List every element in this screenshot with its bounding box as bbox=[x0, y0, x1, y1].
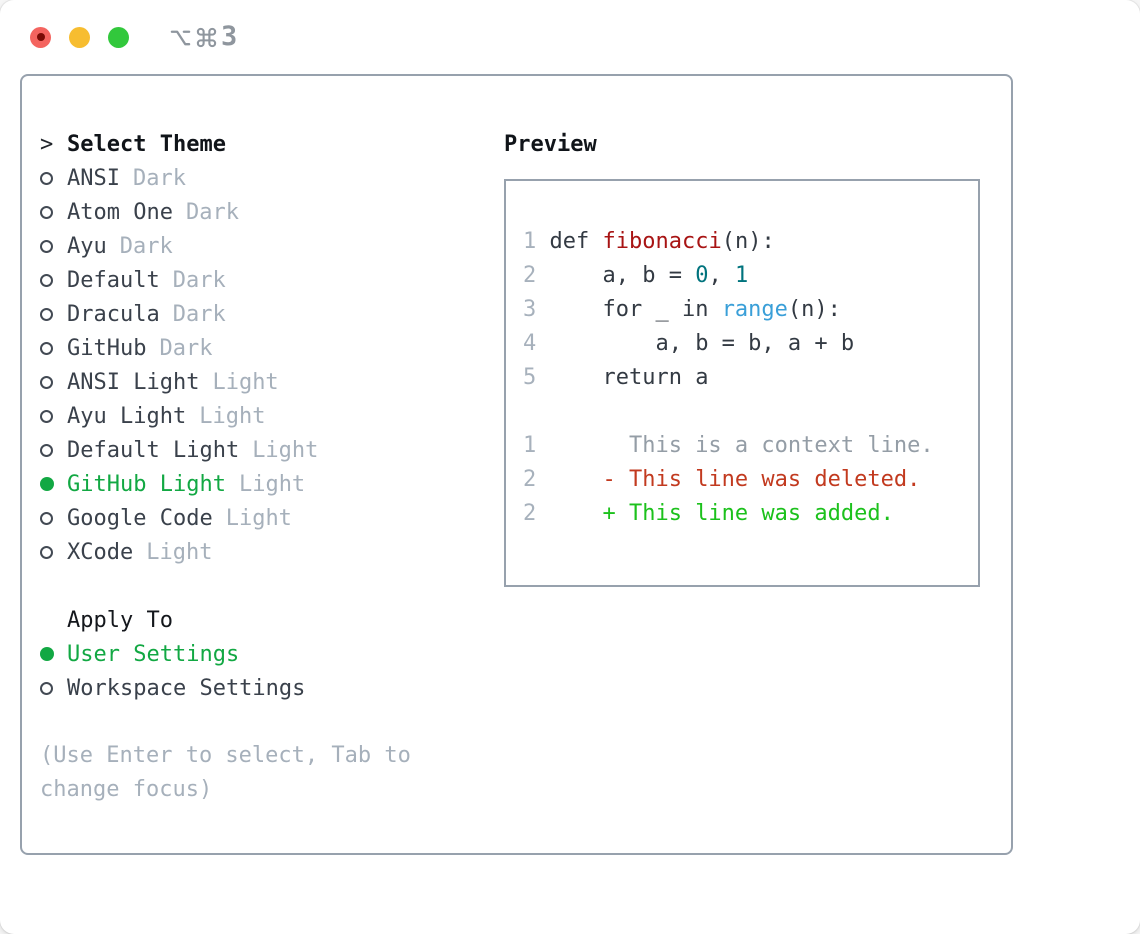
theme-item-dracula[interactable]: Dracula Dark bbox=[40, 297, 504, 331]
theme-item-ansi[interactable]: ANSI Dark bbox=[40, 161, 504, 195]
radio-icon bbox=[40, 681, 67, 695]
theme-name: Ayu bbox=[67, 233, 107, 259]
radio-icon bbox=[40, 239, 67, 253]
theme-variant-tag: Dark bbox=[172, 267, 226, 293]
radio-icon bbox=[40, 273, 67, 287]
code-line: 4 a, b = b, a + b bbox=[523, 331, 855, 356]
theme-variant-tag: Dark bbox=[119, 233, 173, 259]
theme-variant-tag: Dark bbox=[132, 165, 186, 191]
diff-line: 1 This is a context line. bbox=[523, 433, 934, 458]
line-number: 1 bbox=[523, 433, 537, 458]
window-title-shortcut: 3 bbox=[169, 20, 238, 52]
radio-icon bbox=[40, 511, 67, 525]
radio-icon bbox=[40, 171, 67, 185]
theme-item-ayu-light[interactable]: Ayu Light Light bbox=[40, 399, 504, 433]
theme-item-google-code[interactable]: Google Code Light bbox=[40, 501, 504, 535]
titlebar: 3 bbox=[0, 0, 1140, 74]
apply-option-label: User Settings bbox=[67, 641, 240, 667]
apply-to-header-row: Apply To bbox=[40, 603, 504, 637]
line-number: 5 bbox=[523, 365, 537, 390]
theme-item-ansi-light[interactable]: ANSI Light Light bbox=[40, 365, 504, 399]
minimize-button[interactable] bbox=[69, 26, 90, 48]
theme-name: Atom One bbox=[67, 199, 173, 225]
select-theme-header-row: > Select Theme bbox=[40, 127, 504, 161]
theme-variant-tag: Light bbox=[252, 437, 319, 463]
theme-item-default[interactable]: Default Dark bbox=[40, 263, 504, 297]
theme-item-atom-one[interactable]: Atom One Dark bbox=[40, 195, 504, 229]
theme-name: ANSI Light bbox=[67, 369, 200, 395]
theme-item-ayu[interactable]: Ayu Dark bbox=[40, 229, 504, 263]
theme-variant-tag: Light bbox=[225, 505, 292, 531]
theme-name: XCode bbox=[67, 539, 134, 565]
radio-icon bbox=[40, 545, 67, 559]
radio-selected-icon bbox=[40, 477, 67, 491]
blank-line bbox=[523, 395, 978, 429]
line-number: 4 bbox=[523, 331, 537, 356]
line-number: 3 bbox=[523, 297, 537, 322]
code-line: 3 for _ in range(n): bbox=[523, 297, 841, 322]
spacer bbox=[40, 569, 504, 603]
preview-column: Preview 1 def fibonacci(n): 2 a, b = 0, 1… bbox=[504, 127, 1011, 853]
preview-code: 1 def fibonacci(n): 2 a, b = 0, 1 3 for _ … bbox=[523, 225, 978, 531]
radio-icon bbox=[40, 375, 67, 389]
theme-variant-tag: Light bbox=[238, 471, 306, 497]
select-theme-header: Select Theme bbox=[67, 131, 226, 157]
apply-option-label: Workspace Settings bbox=[67, 675, 306, 701]
theme-name: Default bbox=[67, 267, 160, 293]
radio-icon bbox=[40, 307, 67, 321]
line-number: 1 bbox=[523, 229, 537, 254]
apply-option-user-settings[interactable]: User Settings bbox=[40, 637, 504, 671]
diff-line: 2 + This line was added. bbox=[523, 501, 894, 526]
theme-variant-tag: Light bbox=[146, 539, 213, 565]
code-line: 5 return a bbox=[523, 365, 709, 390]
theme-name: GitHub Light bbox=[67, 471, 226, 497]
radio-selected-icon bbox=[40, 647, 67, 661]
radio-icon bbox=[40, 443, 67, 457]
code-line: 1 def fibonacci(n): bbox=[523, 229, 775, 254]
radio-icon bbox=[40, 341, 67, 355]
unsaved-dot-icon bbox=[36, 33, 45, 41]
line-number: 2 bbox=[523, 501, 537, 526]
theme-variant-tag: Dark bbox=[185, 199, 239, 225]
selection-cursor: > bbox=[40, 131, 54, 157]
spacer bbox=[40, 705, 504, 739]
apply-option-workspace-settings[interactable]: Workspace Settings bbox=[40, 671, 504, 705]
theme-name: GitHub bbox=[67, 335, 147, 361]
theme-name: Ayu Light bbox=[67, 403, 187, 429]
radio-icon bbox=[40, 409, 67, 423]
command-key-icon bbox=[195, 26, 218, 49]
preview-header: Preview bbox=[504, 131, 597, 157]
theme-item-default-light[interactable]: Default Light Light bbox=[40, 433, 504, 467]
theme-name: Default Light bbox=[67, 437, 240, 463]
theme-variant-tag: Dark bbox=[172, 301, 226, 327]
line-number: 2 bbox=[523, 263, 537, 288]
shortcut-key-label: 3 bbox=[221, 20, 238, 52]
zoom-button[interactable] bbox=[108, 26, 129, 48]
close-button[interactable] bbox=[30, 26, 51, 48]
apply-to-header: Apply To bbox=[67, 607, 173, 633]
line-number: 2 bbox=[523, 467, 537, 492]
theme-item-xcode[interactable]: XCode Light bbox=[40, 535, 504, 569]
theme-name: Dracula bbox=[67, 301, 160, 327]
theme-name: Google Code bbox=[67, 505, 213, 531]
theme-name: ANSI bbox=[67, 165, 120, 191]
code-line: 2 a, b = 0, 1 bbox=[523, 263, 749, 288]
preview-box: 1 def fibonacci(n): 2 a, b = 0, 1 3 for _ … bbox=[504, 179, 980, 587]
diff-line: 2 - This line was deleted. bbox=[523, 467, 921, 492]
hint-text: (Use Enter to select, Tab to change focu… bbox=[40, 743, 411, 802]
option-key-icon bbox=[169, 26, 192, 49]
theme-item-github[interactable]: GitHub Dark bbox=[40, 331, 504, 365]
theme-variant-tag: Light bbox=[212, 369, 279, 395]
theme-variant-tag: Dark bbox=[159, 335, 213, 361]
theme-variant-tag: Light bbox=[199, 403, 266, 429]
theme-item-github-light[interactable]: GitHub Light Light bbox=[40, 467, 504, 501]
radio-icon bbox=[40, 205, 67, 219]
